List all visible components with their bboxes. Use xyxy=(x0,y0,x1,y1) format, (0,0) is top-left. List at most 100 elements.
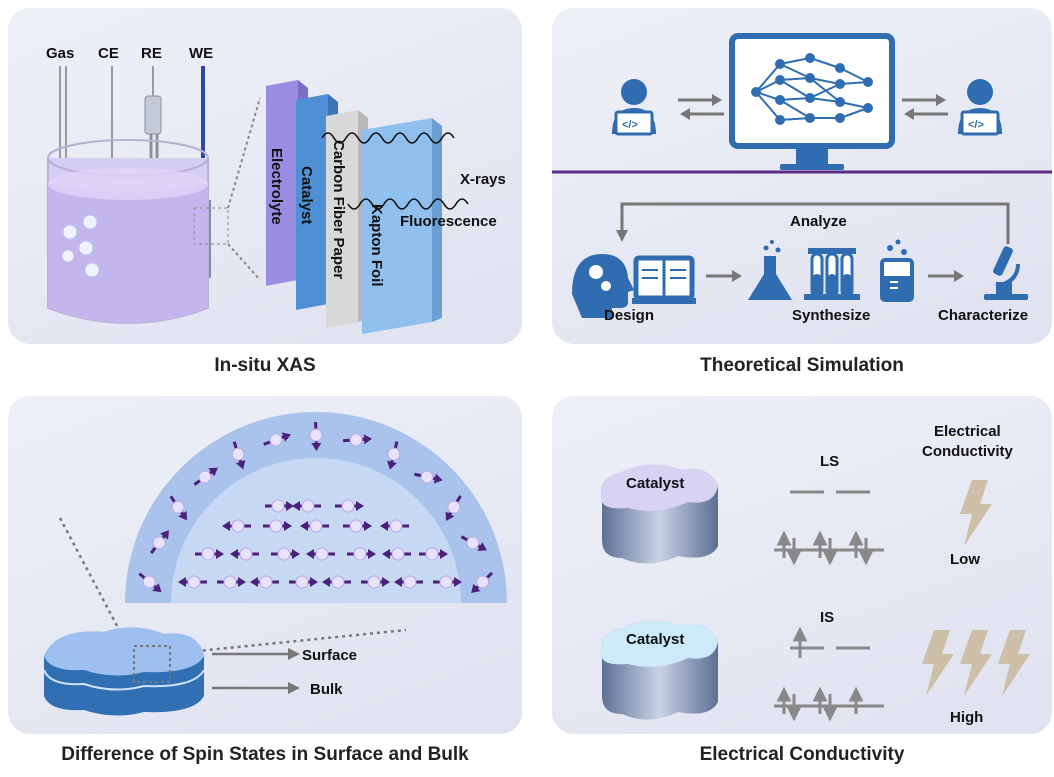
is-label: IS xyxy=(820,609,834,626)
label-re: RE xyxy=(141,45,162,62)
spin-site xyxy=(460,535,487,551)
user-laptop-icon-right: </> xyxy=(958,79,1002,136)
surface-label: Surface xyxy=(302,647,357,664)
microscope-icon xyxy=(984,246,1028,300)
label-we: WE xyxy=(189,45,213,62)
spin-site xyxy=(419,547,448,561)
spin-site xyxy=(138,572,162,593)
ls-t2g-orbitals xyxy=(774,530,884,566)
catalyst-block-ls xyxy=(600,464,718,564)
panel-theoretical-simulation: </> xyxy=(552,8,1052,344)
caption-in-situ-xas: In-situ XAS xyxy=(214,355,316,376)
spin-site xyxy=(445,495,462,521)
conductivity-diagram: Catalyst Catalyst LS IS Electrical Condu… xyxy=(600,423,1030,726)
spin-site xyxy=(263,519,292,533)
svg-text:</>: </> xyxy=(622,119,638,131)
fluorescence-label: Fluorescence xyxy=(400,213,497,230)
bulk-arrow xyxy=(212,682,300,694)
beaker-icon xyxy=(880,239,914,302)
spin-site xyxy=(394,575,423,589)
exchange-arrows-right xyxy=(902,94,948,120)
spin-site xyxy=(289,575,318,589)
spin-site xyxy=(217,575,246,589)
spin-site xyxy=(309,421,323,451)
is-t2g-orbitals xyxy=(774,686,884,722)
spin-down-arrow xyxy=(822,694,838,722)
guide-line-left xyxy=(58,517,136,659)
spin-site xyxy=(347,547,376,561)
spin-site xyxy=(230,547,259,561)
analyze-loop-arrow xyxy=(620,202,1010,244)
spin-site xyxy=(195,547,224,561)
label-ce: CE xyxy=(98,45,119,62)
spin-site xyxy=(414,470,443,484)
spin-up-arrow xyxy=(776,530,792,558)
exchange-arrows-left xyxy=(678,94,724,120)
lightning-icons-high xyxy=(922,630,1030,696)
spin-site xyxy=(292,499,321,513)
spin-down-arrow xyxy=(858,538,874,566)
beaker xyxy=(47,139,209,324)
spin-site xyxy=(471,571,494,594)
spin-states-diagram: Surface Bulk xyxy=(43,412,507,716)
fluorescence-wave xyxy=(347,198,469,210)
arrow-synthesize-to-characterize xyxy=(928,270,964,282)
design-label: Design xyxy=(604,307,654,324)
layer-catalyst: Catalyst xyxy=(298,166,315,224)
catalyst-slab xyxy=(43,627,205,716)
layer-stack xyxy=(266,80,442,334)
guide-line-right xyxy=(167,628,407,656)
xrays-label: X-rays xyxy=(460,171,506,188)
zoom-box xyxy=(193,207,229,245)
xray-wave xyxy=(321,132,455,144)
spin-up-arrow xyxy=(812,686,828,714)
spin-site xyxy=(178,575,207,589)
spin-site xyxy=(265,499,294,513)
catalyst-label-ls: Catalyst xyxy=(626,475,684,492)
bulk-label: Bulk xyxy=(310,681,343,698)
test-tubes-icon xyxy=(804,248,860,300)
spin-up-arrow xyxy=(848,530,864,558)
spin-site xyxy=(380,519,409,533)
panel-electrical-conductivity: Catalyst Catalyst LS IS Electrical Condu… xyxy=(552,396,1052,734)
spin-down-arrow xyxy=(786,538,802,566)
layer-carbon-fiber-paper: Carbon Fiber Paper xyxy=(330,140,347,279)
spin-site xyxy=(387,441,401,470)
conductivity-heading-line1: Electrical xyxy=(934,423,1001,440)
label-gas: Gas xyxy=(46,45,74,62)
spin-site xyxy=(306,547,335,561)
layer-electrolyte: Electrolyte xyxy=(268,148,285,225)
xas-diagram: Gas CE RE WE xyxy=(46,45,506,334)
catalyst-label-is: Catalyst xyxy=(626,631,684,648)
caption-theoretical-simulation: Theoretical Simulation xyxy=(700,355,904,376)
head-gears-icon xyxy=(572,254,634,318)
theory-diagram: </> xyxy=(552,33,1052,324)
spin-site xyxy=(250,575,279,589)
spin-up-arrow xyxy=(812,530,828,558)
flask-icon xyxy=(748,240,792,300)
user-laptop-icon-left: </> xyxy=(612,79,656,136)
spin-site xyxy=(343,433,373,447)
spin-site xyxy=(433,575,462,589)
spin-site xyxy=(335,499,364,513)
spin-sites xyxy=(138,421,494,594)
high-label: High xyxy=(950,709,983,726)
ls-label: LS xyxy=(820,453,839,470)
open-book-icon xyxy=(632,255,696,304)
conductivity-heading-line2: Conductivity xyxy=(922,443,1013,460)
caption-electrical-conductivity: Electrical Conductivity xyxy=(699,744,905,765)
spin-site xyxy=(193,467,218,486)
spin-site xyxy=(271,547,300,561)
characterize-label: Characterize xyxy=(938,307,1028,324)
synthesize-label: Synthesize xyxy=(792,307,870,324)
spin-site xyxy=(149,530,170,554)
low-label: Low xyxy=(950,551,980,568)
arrow-design-to-synthesize xyxy=(706,270,742,282)
analyze-label: Analyze xyxy=(790,213,847,230)
panel-spin-states: Surface Bulk xyxy=(8,396,522,734)
surface-arrow xyxy=(212,648,300,660)
monitor-neural-network-icon xyxy=(729,33,895,170)
spin-down-arrow xyxy=(786,694,802,722)
spin-site xyxy=(361,575,390,589)
spin-up-arrow xyxy=(776,686,792,714)
